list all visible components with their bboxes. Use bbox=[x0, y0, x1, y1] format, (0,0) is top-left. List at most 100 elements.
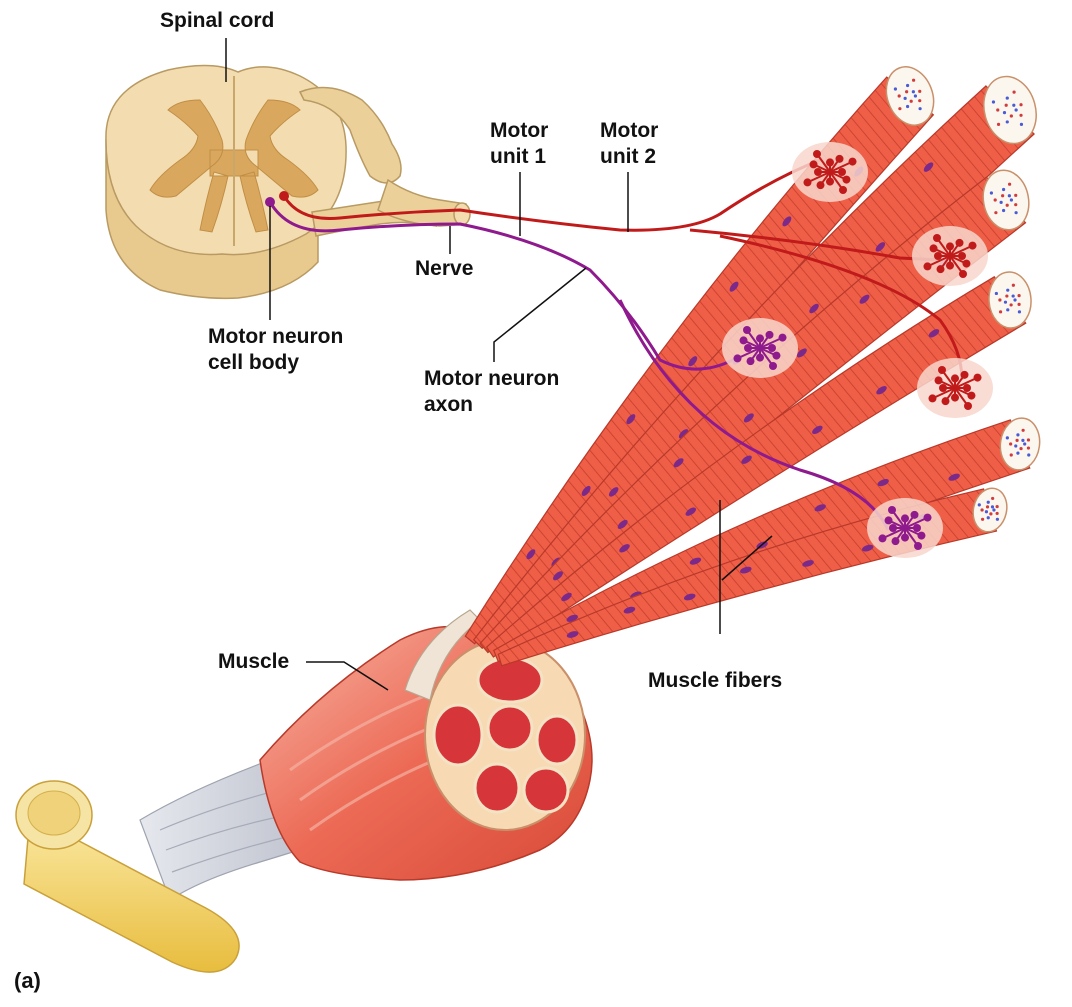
muscle-fiber bbox=[485, 276, 1027, 658]
synaptic-bouton bbox=[967, 391, 976, 400]
nucleus bbox=[623, 606, 636, 614]
nucleus bbox=[688, 356, 698, 367]
synaptic-bouton bbox=[934, 376, 943, 385]
myofibril-dot bbox=[918, 99, 922, 103]
synaptic-bouton bbox=[939, 384, 947, 392]
synaptic-bouton bbox=[964, 402, 972, 411]
nucleus bbox=[814, 504, 826, 512]
fiber-cut-end bbox=[972, 487, 1008, 533]
myofibril-dot bbox=[1014, 108, 1018, 112]
synaptic-bouton bbox=[739, 336, 748, 345]
synaptic-bouton bbox=[936, 265, 945, 274]
motor-unit-1-axon bbox=[282, 158, 821, 232]
leader-lines bbox=[225, 38, 773, 691]
axon-terminal-branch bbox=[932, 387, 956, 400]
myofibril-dot bbox=[898, 107, 902, 111]
myofibril-dot bbox=[994, 211, 998, 215]
synaptic-bouton bbox=[813, 149, 821, 158]
bone bbox=[15, 780, 240, 973]
axon-terminal-branch bbox=[927, 255, 951, 268]
myofibril-dot bbox=[918, 89, 922, 93]
synaptic-bouton bbox=[778, 333, 787, 342]
label-motor-unit-1: Motor unit 1 bbox=[490, 119, 549, 168]
myofibril-dot bbox=[1026, 438, 1031, 442]
nucleus bbox=[782, 216, 792, 227]
synaptic-bouton bbox=[835, 154, 844, 163]
synaptic-bouton bbox=[888, 505, 896, 514]
myofibril-dot bbox=[1014, 211, 1018, 215]
myofibril-dot bbox=[1001, 194, 1005, 198]
synaptic-bouton bbox=[933, 233, 941, 242]
myofibril-dot bbox=[918, 107, 922, 111]
muscle bbox=[139, 609, 593, 901]
synaptic-bouton bbox=[968, 241, 977, 250]
synaptic-bouton bbox=[901, 514, 909, 523]
panel-label: (a) bbox=[14, 968, 41, 993]
myofibril-dot bbox=[995, 511, 999, 516]
synaptic-bouton bbox=[768, 344, 776, 352]
nucleus bbox=[581, 485, 591, 496]
myofibril-dot bbox=[1009, 442, 1013, 446]
myofibril-dot bbox=[1026, 446, 1031, 450]
synaptic-bouton bbox=[772, 351, 781, 360]
label-muscle-fibers: Muscle fibers bbox=[648, 669, 783, 692]
synaptic-bouton bbox=[803, 178, 812, 187]
myofibril-dot bbox=[909, 99, 913, 103]
myofibril-dot bbox=[1012, 103, 1016, 107]
myofibril-dot bbox=[998, 298, 1002, 302]
myofibril-dot bbox=[1015, 438, 1019, 442]
axon-terminal-branch bbox=[759, 336, 783, 349]
myofibril-dot bbox=[1009, 303, 1013, 307]
fiber-cut-end bbox=[885, 66, 935, 126]
label-motor-neuron-axon: Motor neuron axon bbox=[424, 367, 560, 416]
synaptic-bouton bbox=[769, 362, 777, 371]
myofibril-dot bbox=[893, 87, 898, 91]
label-spinal-cord: Spinal cord bbox=[160, 9, 275, 32]
synaptic-bouton bbox=[938, 365, 946, 374]
nucleus bbox=[553, 571, 563, 581]
myofibril-dot bbox=[992, 508, 996, 512]
motor-unit-1-axon-branch-a bbox=[689, 228, 941, 262]
synaptic-bouton bbox=[839, 186, 847, 195]
synaptic-bouton bbox=[826, 177, 834, 186]
nucleus bbox=[689, 557, 702, 565]
myofibril-dot bbox=[999, 200, 1003, 204]
myofibril-dot bbox=[1001, 187, 1006, 192]
axon-terminal-branch bbox=[829, 160, 853, 173]
myofibril-dot bbox=[998, 310, 1003, 314]
myofibril-dot bbox=[1014, 193, 1018, 197]
label-nerve: Nerve bbox=[415, 257, 474, 280]
myofibril-dot bbox=[1019, 103, 1023, 107]
nucleus bbox=[875, 242, 886, 252]
fascicles bbox=[432, 656, 579, 814]
nucleus bbox=[923, 162, 934, 172]
synaptic-bouton bbox=[838, 168, 846, 176]
myofibril-dot bbox=[1016, 433, 1020, 437]
nucleus bbox=[809, 303, 819, 314]
nucleus bbox=[526, 549, 536, 560]
label-motor-unit-2: Motor unit 2 bbox=[600, 119, 659, 168]
synaptic-bouton bbox=[963, 384, 971, 392]
myofibril-dot bbox=[1005, 294, 1009, 298]
synaptic-bouton bbox=[946, 242, 954, 251]
neuromuscular-junctions bbox=[722, 142, 993, 558]
myofibril-dot bbox=[1014, 444, 1018, 448]
synaptic-bouton bbox=[960, 370, 969, 379]
synaptic-bouton bbox=[826, 158, 834, 167]
myofibril-dot bbox=[1006, 288, 1010, 292]
myofibril-dot bbox=[984, 510, 989, 514]
nucleus bbox=[861, 544, 874, 552]
motor-neuron-axons bbox=[265, 158, 964, 531]
myofibril-dot bbox=[1014, 203, 1018, 207]
axon-terminal-branch bbox=[954, 376, 978, 389]
synaptic-bouton bbox=[884, 516, 893, 525]
nucleus bbox=[617, 519, 628, 529]
leader-muscle-fibers-2 bbox=[721, 535, 773, 581]
fiber-cut-end bbox=[999, 417, 1041, 471]
myofibril-dot bbox=[1009, 453, 1013, 457]
synaptic-bouton bbox=[746, 357, 755, 366]
synaptic-bouton bbox=[973, 373, 982, 382]
label-muscle: Muscle bbox=[218, 650, 290, 673]
myofibril-dot bbox=[989, 191, 994, 195]
